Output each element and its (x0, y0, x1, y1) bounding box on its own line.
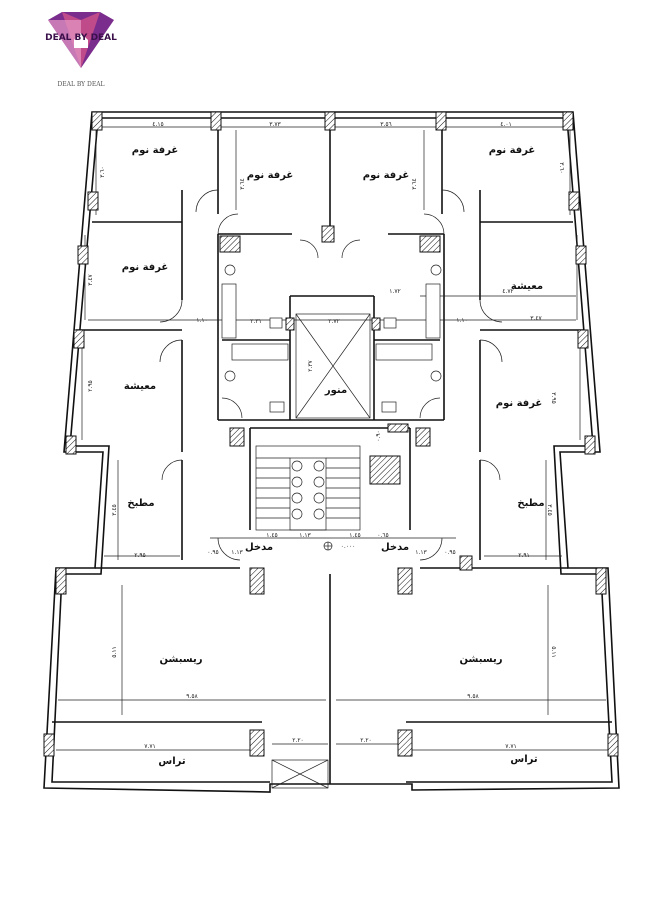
dim-label: ٠.٩٠ (375, 430, 382, 442)
dim-label: ٢.٢٠ (292, 737, 304, 744)
dim-label: ٢.٢٠ (360, 737, 372, 744)
staircase (255, 445, 361, 531)
columns (43, 111, 619, 757)
room-label-terrace-l: تراس (158, 756, 185, 767)
home-icon (74, 33, 88, 48)
entrance-marker (323, 541, 333, 551)
room-label-bedroom-tr: غرفة نوم (489, 145, 536, 156)
room-label-bedroom-tl: غرفة نوم (132, 145, 179, 156)
room-label-kitchen-l: مطبخ (127, 498, 154, 509)
door-swings (159, 189, 503, 561)
dim-label: ١.١٠ (456, 317, 468, 324)
dim-label: ١.٤٥ (349, 532, 361, 539)
outer-walls (43, 111, 620, 793)
dim-label: ٥.١١ (111, 646, 118, 658)
dim-label: ٧.٧١ (144, 743, 156, 750)
dim-label: ٣.٦٠ (558, 162, 565, 174)
dim-label: ٣.٦٤ (239, 178, 246, 190)
dim-label: ٧.٧١ (505, 743, 517, 750)
room-label-bedroom-mr: غرفة نوم (496, 398, 543, 409)
room-label-bedroom-tc-right: غرفة نوم (363, 170, 410, 181)
deal-by-deal-logo: DEAL BY DEAL DEAL BY DEAL (45, 12, 117, 88)
dim-label: ٣.٦٤ (411, 178, 418, 190)
dim-label: ١.١٣ (299, 532, 311, 539)
room-label-entrance-l: مدخل (245, 542, 273, 553)
dim-label: ٤.٧٢ (502, 288, 514, 295)
dimension-labels: ٤.١٥ ٣.٧٣ ٣.٥٦ ٤.٠١ ٣.٦٠ ٣.٦٤ ٣.٦٤ ٣.٦٠ … (87, 121, 565, 750)
room-label-entrance-r: مدخل (381, 542, 409, 553)
room-label-living-r: معيشة (511, 281, 543, 292)
dim-label: ٠.٦٥ (377, 532, 389, 539)
dim-label: ٤.١٥ (152, 121, 164, 128)
dim-label: ٣.٥٦ (380, 121, 392, 128)
room-label-bedroom-ml: غرفة نوم (122, 262, 169, 273)
room-labels: غرفة نوم غرفة نوم غرفة نوم غرفة نوم غرفة… (122, 145, 545, 767)
room-label-bedroom-tc-left: غرفة نوم (247, 170, 294, 181)
interior-walls (52, 118, 612, 784)
dim-label: ٢.٣٧ (307, 359, 314, 371)
logo-text: DEAL BY DEAL (45, 33, 117, 43)
dim-label: ٢.٩٥ (87, 380, 94, 392)
dim-label: ٠.٠٠٠ (341, 543, 356, 550)
dim-label: ١.١٣ (231, 549, 243, 556)
dim-label: ٢.٩١ (518, 552, 530, 559)
dim-label: ٣.٤٧ (530, 315, 542, 322)
dim-label: ٢.٣١ (250, 318, 262, 325)
room-label-reception-l: ريسبشن (160, 654, 203, 665)
logo-subtext: DEAL BY DEAL (57, 81, 104, 88)
dim-label: ١.١٣ (415, 549, 427, 556)
dim-label: ٩.٥٨ (186, 693, 198, 700)
dim-label: ٣.٩٥ (550, 392, 557, 404)
dim-label: ٣.٤٥ (546, 504, 553, 516)
dim-label: ٣.٤٧ (87, 273, 94, 285)
room-label-terrace-r: تراس (510, 754, 537, 765)
bathroom-fixtures (221, 264, 442, 413)
dim-label: ٠.٩٥ (444, 549, 456, 556)
dim-label: ٠.٩٥ (207, 549, 219, 556)
dim-label: ١.٧٢ (389, 288, 401, 295)
logo-gem-highlight (48, 20, 81, 68)
room-label-shaft: منور (324, 385, 347, 396)
dim-label: ٩.٥٨ (467, 693, 479, 700)
dim-label: ٤.٠١ (500, 121, 512, 128)
room-label-reception-r: ريسبشن (460, 654, 503, 665)
room-label-living-l: معيشة (124, 381, 156, 392)
dim-label: ١.٤٥ (266, 532, 278, 539)
dim-label: ١.١٠ (196, 317, 208, 324)
light-shaft (271, 313, 401, 789)
dim-label: ٣.٧٣ (269, 121, 281, 128)
dim-label: ٥.١١ (550, 646, 557, 658)
dim-label: ٢.٩٥ (134, 552, 146, 559)
dim-label: ٣.٤٥ (111, 504, 118, 516)
room-label-kitchen-r: مطبخ (517, 498, 544, 509)
dim-label: ٣.٦٠ (99, 166, 106, 178)
dim-label: ٢.٧٢ (328, 318, 340, 325)
dimension-lines (56, 126, 612, 751)
